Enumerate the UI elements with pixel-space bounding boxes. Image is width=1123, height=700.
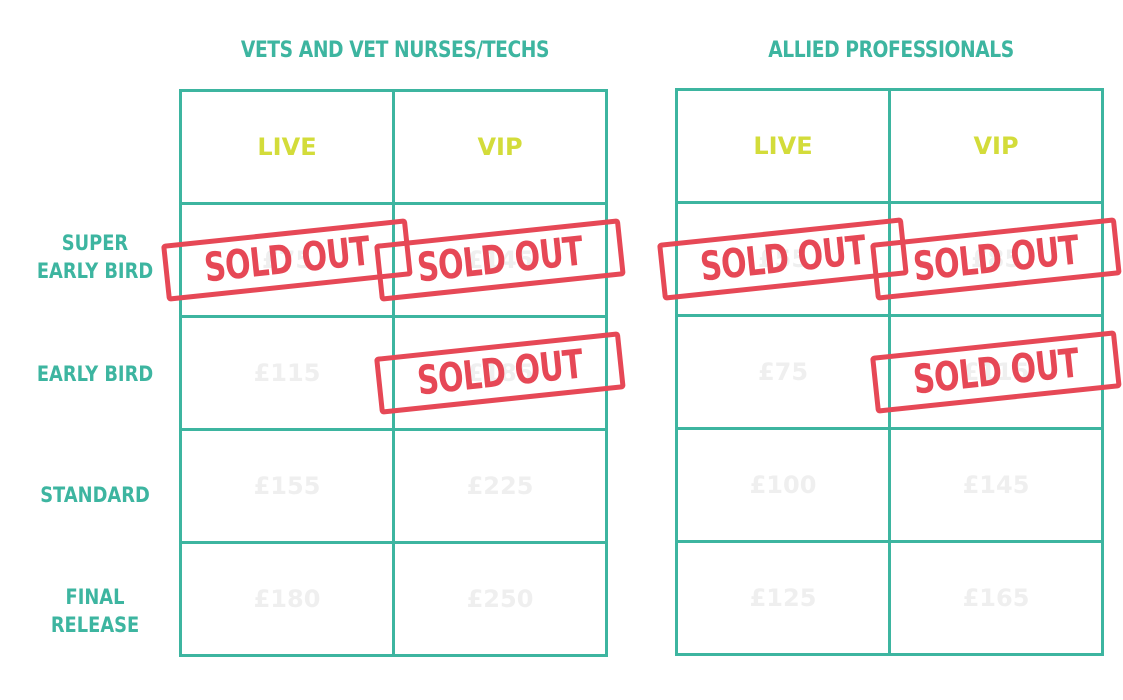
price: £125: [749, 584, 817, 612]
row-label-final-release: FINAL RELEASE: [50, 585, 140, 637]
table-row: £155 £225: [179, 428, 608, 544]
sold-out-stamp: SOLD OUT: [374, 331, 626, 415]
price-cell: £225: [392, 428, 608, 544]
table-title-allied: ALLIED PROFESSIONALS: [768, 38, 1014, 63]
price: £155: [253, 472, 321, 500]
price-cell: £75: [675, 314, 891, 430]
row-label-standard: STANDARD: [40, 483, 150, 507]
price: £115: [253, 359, 321, 387]
price: £75: [261, 246, 313, 274]
price-cell: £250: [392, 541, 608, 657]
price: £250: [466, 585, 534, 613]
price: £165: [962, 584, 1030, 612]
row-label-early-bird: EARLY BIRD: [36, 362, 154, 386]
price-cell: £165: [888, 540, 1104, 656]
row-label-super-early-bird: SUPER EARLY BIRD: [36, 231, 154, 283]
price: £85: [970, 245, 1022, 273]
price-cell: £145: [888, 427, 1104, 543]
price: £75: [757, 358, 809, 386]
price-cell: £125: [675, 540, 891, 656]
column-header: LIVE: [179, 89, 395, 205]
price: £185: [466, 359, 534, 387]
price: £225: [466, 472, 534, 500]
table-row: £180 £250: [179, 541, 608, 657]
table-row: £100 £145: [675, 427, 1104, 543]
price: £115: [962, 358, 1030, 386]
table-title-vets: VETS AND VET NURSES/TECHS: [240, 38, 550, 63]
column-header: VIP: [888, 88, 1104, 204]
sold-out-stamp: SOLD OUT: [374, 218, 626, 302]
price-cell: £115: [179, 315, 395, 431]
price: £55: [757, 245, 809, 273]
table-row: £125 £165: [675, 540, 1104, 656]
sold-out-stamp: SOLD OUT: [870, 330, 1122, 414]
price-cell: £180: [179, 541, 395, 657]
price-cell: £100: [675, 427, 891, 543]
sold-out-stamp: SOLD OUT: [870, 217, 1122, 301]
price-cell: £155: [179, 428, 395, 544]
column-header: VIP: [392, 89, 608, 205]
price: £100: [749, 471, 817, 499]
price: £145: [962, 471, 1030, 499]
price: £145: [466, 246, 534, 274]
price: £180: [253, 585, 321, 613]
column-header: LIVE: [675, 88, 891, 204]
